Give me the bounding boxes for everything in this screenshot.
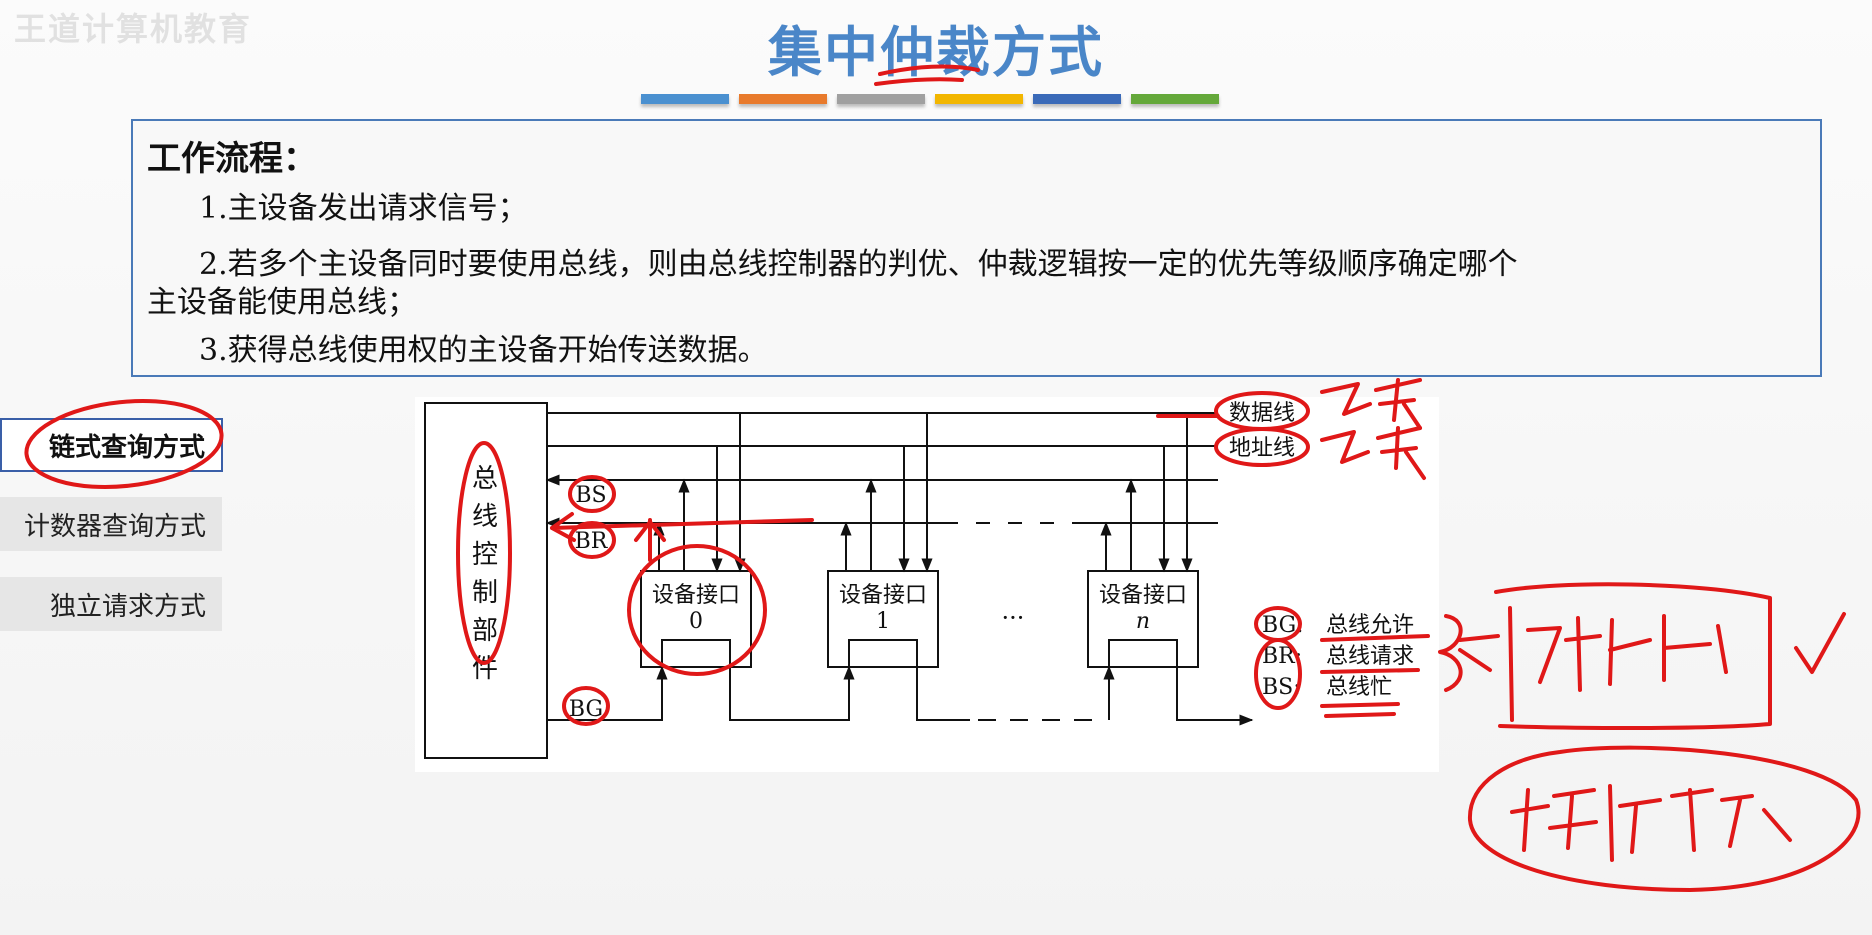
controller-circle	[456, 441, 512, 665]
data-line-scribble	[1320, 378, 1422, 430]
controller-char-4: 制	[472, 578, 498, 608]
bg-chain-segment-0	[547, 665, 668, 721]
bs-circle	[568, 475, 616, 513]
bus-controller-box	[424, 402, 548, 759]
legend-br-bs-circle	[1254, 638, 1302, 710]
accent-bar-yellow	[935, 94, 1023, 104]
controller-char-3: 控	[472, 540, 498, 570]
device-0-circle	[627, 544, 767, 676]
data-line-label: 数据线	[1229, 401, 1295, 426]
control-bus-oval	[1467, 745, 1861, 892]
title-underline-mark	[874, 64, 980, 86]
device-1-label: 设备接口	[839, 583, 927, 608]
workflow-step-3: 3.获得总线使用权的主设备开始传送数据。	[199, 333, 768, 368]
address-line-label: 地址线	[1229, 436, 1295, 461]
checkmark	[1794, 612, 1846, 674]
legend-underlines	[1320, 634, 1430, 718]
controller-char-1: 总	[472, 464, 498, 494]
three-signal-lines-scribble	[1494, 582, 1772, 730]
controller-char-5: 部	[472, 616, 498, 646]
bg-chain-out	[1176, 667, 1254, 726]
workflow-box: 工作流程： 1.主设备发出请求信号； 2.若多个主设备同时要使用总线，则由总线控…	[131, 119, 1822, 377]
control-bus-scribble	[1510, 784, 1792, 862]
page-title: 集中仲裁方式	[768, 21, 1104, 84]
legend-bs-text: 总线忙	[1326, 675, 1392, 700]
accent-bar-gray	[837, 94, 925, 104]
legend-br-text: 总线请求	[1326, 644, 1414, 669]
nav-item-circle	[24, 398, 224, 490]
br-label: BR	[575, 529, 609, 554]
device-1-inner-port	[848, 639, 918, 668]
controller-char-2: 线	[472, 502, 498, 532]
device-n-inner-port	[1108, 639, 1178, 668]
accent-bar-green	[1131, 94, 1219, 104]
device-n-index: n	[1136, 609, 1150, 634]
bg-circle	[562, 686, 610, 726]
bs-label: BS	[575, 483, 606, 508]
br-route-arrow	[550, 512, 814, 562]
bg-chain-segment-1	[729, 665, 855, 721]
workflow-step-2: 2.若多个主设备同时要使用总线，则由总线控制器的判优、仲裁逻辑按一定的优先等级顺…	[199, 247, 1518, 282]
watermark-logo: 王道计算机教育	[14, 10, 253, 48]
nav-daisy-chain[interactable]: 链式查询方式	[0, 418, 223, 472]
address-line-circle	[1214, 427, 1310, 467]
workflow-step-1: 1.主设备发出请求信号；	[199, 191, 528, 226]
bg-chain-segment-2	[916, 667, 970, 721]
bg-label: BG	[569, 697, 603, 722]
workflow-heading: 工作流程：	[147, 139, 317, 179]
brace-mark	[1438, 614, 1500, 692]
device-1-index: 1	[876, 609, 890, 634]
device-0-label: 设备接口	[652, 583, 740, 608]
device-0-inner-port	[661, 639, 731, 668]
device-ellipsis: ···	[1002, 604, 1025, 632]
nav-counter-polling[interactable]: 计数器查询方式	[0, 497, 222, 551]
accent-bar-blue	[641, 94, 729, 104]
legend-bg-text: 总线允许	[1326, 613, 1414, 638]
pen-annotations	[24, 64, 1861, 892]
address-line-scribble	[1320, 426, 1426, 480]
nav-independent-request[interactable]: 独立请求方式	[0, 577, 222, 631]
accent-bar-orange	[739, 94, 827, 104]
device-n-label: 设备接口	[1099, 583, 1187, 608]
workflow-step-2-cont: 主设备能使用总线；	[147, 285, 417, 320]
device-0-index: 0	[689, 609, 703, 634]
accent-bar-navy	[1033, 94, 1121, 104]
